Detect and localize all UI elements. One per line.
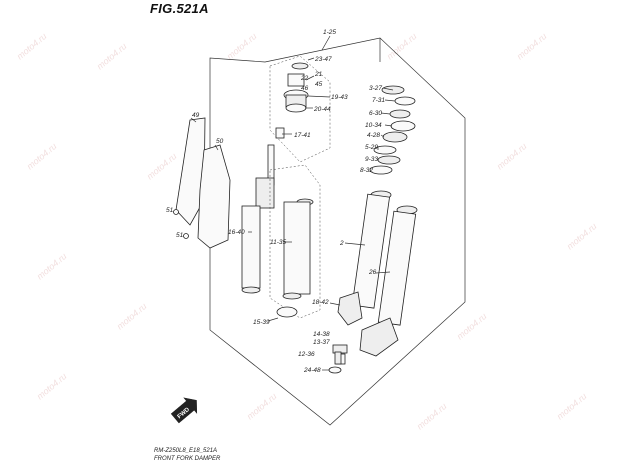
watermark-text: moto4.ru [115,301,149,331]
watermark-text: moto4.ru [245,391,279,421]
watermark-text: moto4.ru [95,41,129,71]
label-19-43: 19-43 [331,94,348,101]
bolt-12-36 [334,351,342,365]
label-11-35: 11-35 [270,239,287,246]
cartridge-cylinder [282,198,314,300]
part-labels: 1-25 23-47 21 22 45 46 19-43 20-44 17-41… [166,29,385,374]
label-5-29: 5-29 [365,144,378,151]
watermark-text: moto4.ru [555,391,589,421]
fwd-arrow: FWD [170,397,198,424]
ring-7-31 [394,96,416,106]
damper-rod-body [241,205,261,289]
cartridge-bottom [282,292,302,300]
label-51: 51 [176,232,184,239]
fork-guard [173,117,231,249]
label-17-41: 17-41 [294,132,311,139]
figure-title: FIG.521A [150,1,209,16]
seal-ring [276,306,298,318]
ring-6-30 [389,109,411,119]
fwd-arrow-icon [170,397,198,424]
leader-lines [190,35,396,371]
label-4-28: 4-28 [367,132,380,139]
label-50: 50 [216,138,224,145]
label-24-48: 24-48 [303,367,321,374]
watermark-text: moto4.ru [495,141,529,171]
ring-10-34 [390,120,416,132]
guard-bolt [183,233,189,239]
label-45: 45 [315,81,323,88]
label-26: 26 [368,269,377,276]
watermark-text: moto4.ru [565,221,599,251]
cartridge-body [283,201,311,295]
outer-tube [337,190,392,326]
label-14-38: 14-38 [313,331,330,338]
outer-tube-body [351,193,390,309]
label-18-42: 18-42 [312,299,329,306]
watermark-text: moto4.ru [385,31,419,61]
cap-oring [285,103,307,113]
footer-name: FRONT FORK DAMPER [154,456,221,462]
damper-rod-collar [255,177,275,209]
cap-bolt [291,62,309,70]
label-3-27: 3-27 [369,85,382,92]
label-20-44: 20-44 [313,106,331,113]
guard-plate-50 [197,144,231,249]
label-10-34: 10-34 [365,122,382,129]
watermark-text: moto4.ru [415,401,449,431]
cap-top [287,73,305,87]
ring-8-32 [369,165,393,175]
bottom-parts [328,344,348,374]
watermark-text: moto4.ru [25,141,59,171]
label-15-39: 15-39 [253,319,270,326]
damper-rod [241,144,275,294]
label-9-33: 9-33 [365,156,378,163]
washer-24-48 [328,366,342,374]
label-51: 51 [166,207,174,214]
label-12-36: 12-36 [298,351,315,358]
assembly-outline [209,37,466,426]
watermark-text: moto4.ru [35,251,69,281]
axle-holder [359,317,399,357]
label-23-47: 23-47 [314,56,332,63]
damper-rod-end [241,286,261,294]
seal-stack [369,85,416,175]
label-8-32: 8-32 [360,167,373,174]
label-1-25: 1-25 [323,29,336,36]
watermark-text: moto4.ru [225,31,259,61]
watermark-text: moto4.ru [35,371,69,401]
cap-subassembly-outline [269,55,331,163]
label-6-30: 6-30 [369,110,382,117]
label-16-40: 16-40 [228,229,245,236]
watermark-text: moto4.ru [15,31,49,61]
label-7-31: 7-31 [372,97,385,104]
watermark-text: moto4.ru [455,311,489,341]
label-22: 22 [300,75,309,82]
footer-code: RM-Z250L8_E18_521A [154,448,218,454]
damper-cap-parts [283,62,309,113]
cartridge-guide [269,164,321,319]
axle-bracket [337,291,363,326]
ring-5-29 [373,145,397,155]
watermark-text: moto4.ru [145,151,179,181]
guard-plate-49 [175,117,206,226]
adjuster-bolt [275,127,285,139]
label-49: 49 [192,112,200,119]
label-46: 46 [301,85,309,92]
inner-tube [359,205,418,357]
label-2: 2 [339,240,344,247]
ring-4-28 [382,131,408,143]
guard-bolt [173,209,179,215]
watermark-text: moto4.ru [515,31,549,61]
label-13-37: 13-37 [313,339,330,346]
label-21: 21 [314,71,323,78]
ring-9-33 [377,155,401,165]
